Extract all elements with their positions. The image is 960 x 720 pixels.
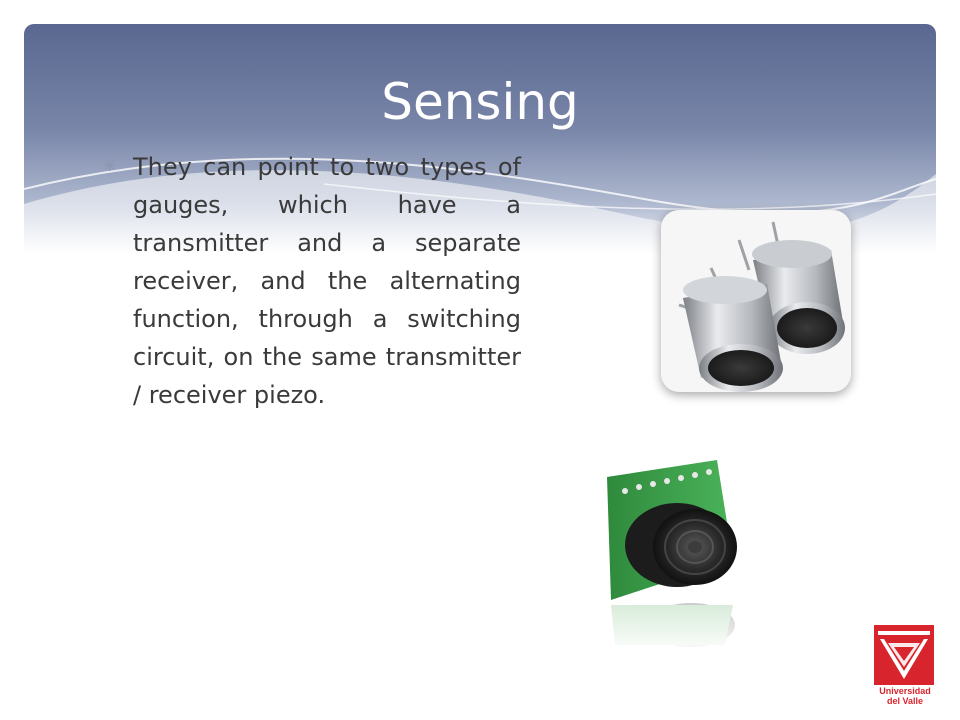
ultrasonic-sensor-module-photo [605, 455, 755, 655]
ultrasonic-transducer-pair-photo [661, 210, 851, 392]
bullet-star-icon: ✳ [103, 156, 117, 175]
universidad-del-valle-logo: Universidad del Valle [872, 625, 938, 711]
logo-emblem-icon [874, 625, 934, 685]
slide-title: Sensing [381, 73, 579, 131]
logo-wordmark: Universidad del Valle [872, 686, 938, 706]
logo-line-1: Universidad [879, 686, 931, 696]
bullet-text: They can point to two types of gauges, w… [133, 153, 521, 409]
logo-line-2: del Valle [886, 696, 924, 706]
